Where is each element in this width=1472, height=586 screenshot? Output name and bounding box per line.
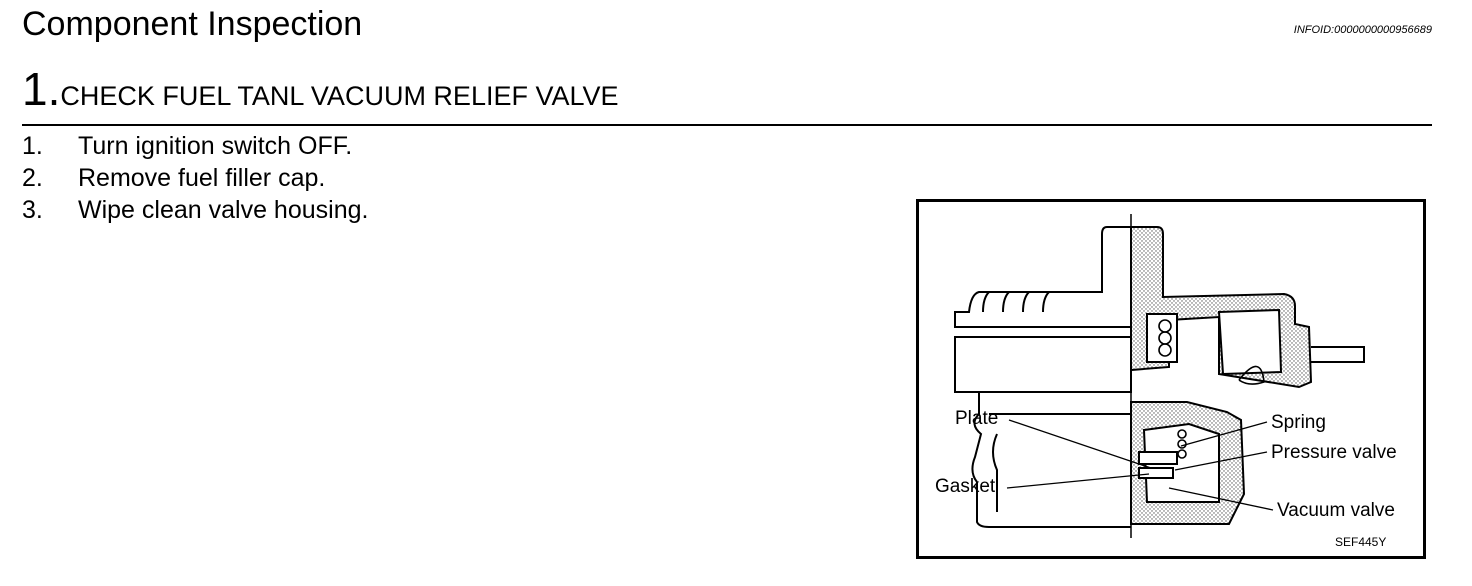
heading-divider (22, 124, 1432, 126)
instruction-number: 1. (22, 132, 43, 160)
label-pressure-valve: Pressure valve (1271, 442, 1397, 463)
instruction-text: Turn ignition switch OFF. (78, 132, 353, 160)
info-id: INFOID:0000000000956689 (1293, 24, 1432, 36)
step-heading: 1.CHECK FUEL TANL VACUUM RELIEF VALVE (22, 66, 619, 119)
instruction-item: 1. Turn ignition switch OFF. (22, 130, 368, 162)
instruction-number: 3. (22, 196, 43, 224)
label-vacuum-valve: Vacuum valve (1277, 500, 1395, 521)
instruction-text: Wipe clean valve housing. (78, 196, 369, 224)
label-spring: Spring (1271, 412, 1326, 433)
instruction-list: 1. Turn ignition switch OFF. 2. Remove fue… (22, 130, 368, 226)
valve-diagram: Plate Gasket Spring Pressure valve Vacuu… (916, 199, 1426, 559)
instruction-item: 2. Remove fuel filler cap. (22, 162, 368, 194)
instruction-item: 3. Wipe clean valve housing. (22, 194, 368, 226)
label-plate: Plate (955, 408, 998, 429)
instruction-number: 2. (22, 164, 43, 192)
step-title: CHECK FUEL TANL VACUUM RELIEF VALVE (60, 81, 619, 111)
label-gasket: Gasket (935, 476, 996, 497)
valve-drawing: Plate Gasket Spring Pressure valve Vacuu… (935, 214, 1397, 549)
instruction-text: Remove fuel filler cap. (78, 164, 326, 192)
figure-code: SEF445Y (1335, 535, 1386, 549)
page-title: Component Inspection (22, 5, 363, 43)
step-number: 1. (22, 63, 61, 115)
